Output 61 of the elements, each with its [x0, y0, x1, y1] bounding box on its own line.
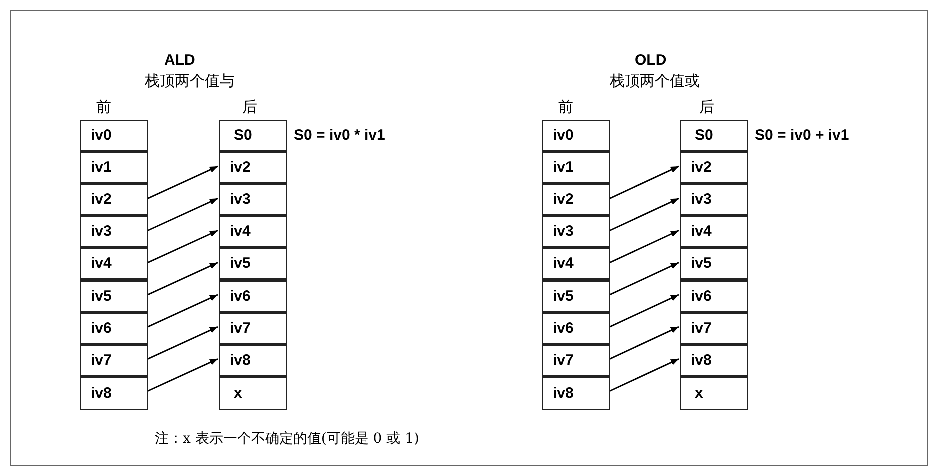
stack-cell: iv8	[80, 376, 148, 410]
arrow	[610, 326, 680, 360]
stack-cell: iv0	[80, 120, 148, 154]
arrow	[610, 198, 680, 232]
arrow	[148, 262, 218, 296]
column-heading: 后	[242, 98, 258, 117]
stack-cell: x	[219, 376, 287, 410]
stack-cell: iv4	[80, 248, 148, 282]
stack-cell: iv7	[219, 312, 287, 346]
stack-cell: iv4	[680, 216, 748, 250]
stack-cell: iv1	[80, 152, 148, 186]
column-heading: 前	[96, 98, 112, 117]
stack-cell: iv1	[542, 152, 610, 186]
stack-cell: iv6	[542, 312, 610, 346]
stack-cell: iv2	[80, 184, 148, 218]
formula-text: S0 = iv0 * iv1	[294, 127, 386, 144]
stack-cell: iv4	[542, 248, 610, 282]
stack-cell: iv7	[542, 344, 610, 378]
stack-cell: iv2	[680, 152, 748, 186]
group-subtitle: 栈顶两个值与	[145, 72, 235, 91]
stack-cell: iv3	[219, 184, 287, 218]
arrow	[610, 166, 680, 200]
stack-cell: iv0	[542, 120, 610, 154]
stack-cell: iv8	[219, 344, 287, 378]
arrow	[148, 230, 218, 264]
arrow	[610, 262, 680, 296]
arrow	[148, 198, 218, 232]
stack-cell: iv5	[680, 248, 748, 282]
column-heading: 前	[558, 98, 574, 117]
stack-cell: S0	[680, 120, 748, 154]
stack-cell: iv7	[680, 312, 748, 346]
stack-cell: iv3	[680, 184, 748, 218]
stack-cell: x	[680, 376, 748, 410]
arrow	[610, 294, 680, 328]
stack-cell: iv2	[219, 152, 287, 186]
arrow	[610, 230, 680, 264]
group-title: OLD	[635, 52, 667, 69]
stack-cell: iv8	[680, 344, 748, 378]
stack-cell: iv6	[680, 280, 748, 314]
stack-cell: iv5	[542, 280, 610, 314]
stack-cell: iv3	[542, 216, 610, 250]
group-title: ALD	[164, 52, 196, 69]
stack-cell: iv6	[219, 280, 287, 314]
arrow	[148, 294, 218, 328]
stack-cell: iv2	[542, 184, 610, 218]
stack-cell: iv6	[80, 312, 148, 346]
stack-cell: iv7	[80, 344, 148, 378]
stack-cell: iv4	[219, 216, 287, 250]
stack-cell: iv3	[80, 216, 148, 250]
stack-cell: S0	[219, 120, 287, 154]
arrow	[148, 166, 218, 200]
arrow	[610, 358, 680, 392]
stack-cell: iv8	[542, 376, 610, 410]
column-heading: 后	[700, 98, 714, 117]
stack-cell: iv5	[219, 248, 287, 282]
note-text: 注：x 表示一个不确定的值(可能是 0 或 1)	[155, 430, 420, 448]
stack-cell: iv5	[80, 280, 148, 314]
arrow	[148, 326, 218, 360]
group-subtitle: 栈顶两个值或	[610, 72, 700, 91]
arrow	[148, 358, 218, 392]
formula-text: S0 = iv0 + iv1	[755, 127, 850, 144]
